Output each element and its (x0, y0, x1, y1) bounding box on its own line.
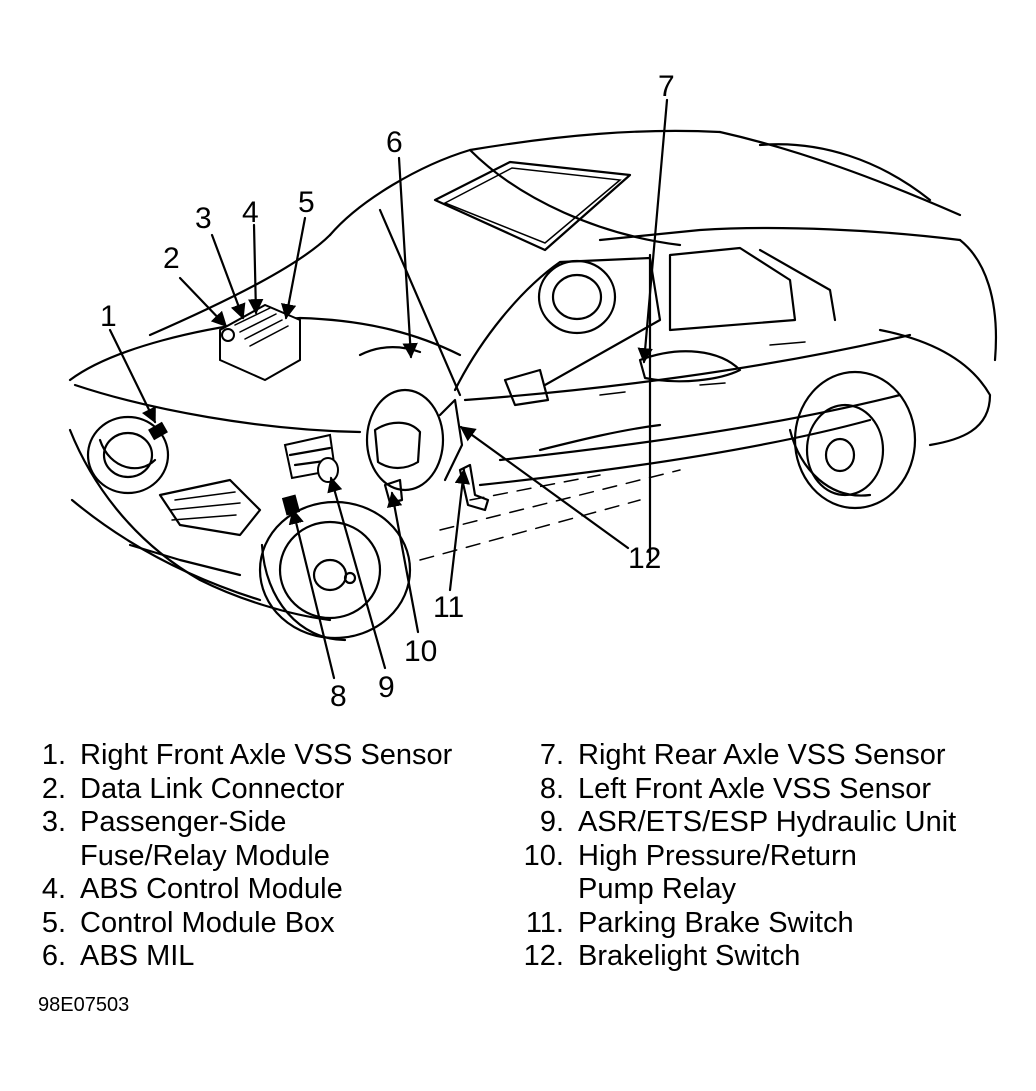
legend-number: 5. (41, 906, 66, 939)
legend-label: Pump Relay (578, 873, 736, 905)
legend-label: Parking Brake Switch (578, 906, 854, 939)
legend-item: 1. Right Front Axle VSS Sensor (28, 739, 453, 773)
legend-label: Passenger-Side (80, 806, 287, 838)
callout-labels: 1 2 3 4 5 6 7 8 9 10 11 12 (100, 70, 675, 713)
callout-3: 3 (195, 202, 212, 235)
left-front-wheel-hub (258, 494, 412, 642)
legend-item: Fuse/Relay Module (28, 840, 452, 874)
legend-item: 3. Passenger-Side (28, 806, 452, 840)
legend-item: 4. ABS Control Module (28, 873, 452, 907)
legend-item: 2. Data Link Connector (28, 773, 452, 807)
callout-10: 10 (404, 635, 437, 668)
legend-label: High Pressure/Return (578, 839, 857, 872)
legend-label: ABS MIL (80, 940, 195, 972)
legend-label: Fuse/Relay Module (80, 839, 330, 872)
legend-number (514, 873, 578, 907)
parking-brake-switch (458, 463, 490, 512)
legend-label: Brakelight Switch (578, 940, 801, 972)
legend-number: 6. (41, 940, 66, 972)
legend-number: 11. (525, 906, 564, 939)
legend-item: 10. High Pressure/Return (514, 840, 956, 874)
figure-id: 98E07503 (38, 994, 130, 1016)
hydraulic-unit (283, 433, 339, 483)
callout-12: 12 (628, 542, 661, 575)
control-module-box (219, 303, 301, 382)
legend-number: 8. (539, 772, 564, 805)
car-body-outline (68, 129, 997, 622)
legend-item: Pump Relay (514, 873, 956, 907)
legend-item: 5. Control Module Box (28, 907, 452, 941)
rear-axle-sensor-assembly (537, 259, 742, 383)
legend-number: 3. (41, 806, 66, 838)
legend-number (28, 840, 80, 874)
legend-item: 8. Left Front Axle VSS Sensor (514, 773, 956, 807)
legend-right-column: 7. Right Rear Axle VSS Sensor 8. Left Fron… (514, 739, 957, 974)
vehicle-component-locator-diagram: 1 2 3 4 5 6 7 8 9 10 11 12 (68, 70, 997, 713)
right-rear-wheel-hub (788, 370, 917, 510)
legend-item: 6. ABS MIL (28, 940, 452, 974)
callout-1: 1 (100, 300, 117, 333)
legend-number: 2. (41, 772, 66, 805)
legend-label: Control Module Box (80, 906, 335, 939)
legend-number: 10. (523, 839, 564, 872)
leader-lines (108, 98, 669, 680)
callout-5: 5 (298, 186, 315, 219)
legend-label: ASR/ETS/ESP Hydraulic Unit (578, 806, 957, 838)
legend-label: Left Front Axle VSS Sensor (578, 772, 932, 805)
legend-number: 7. (539, 739, 564, 771)
callout-6: 6 (386, 126, 403, 159)
legend-item: 9. ASR/ETS/ESP Hydraulic Unit (514, 806, 956, 840)
legend-label: Right Rear Axle VSS Sensor (578, 739, 946, 771)
legend-number: 9. (539, 806, 564, 838)
brake-booster (365, 388, 464, 505)
legend-item: 12. Brakelight Switch (514, 940, 956, 974)
right-front-wheel-hub (86, 415, 170, 495)
callout-2: 2 (163, 242, 180, 275)
legend-label: Data Link Connector (80, 772, 345, 805)
legend-label: Right Front Axle VSS Sensor (80, 739, 453, 771)
callout-9: 9 (378, 671, 395, 704)
legend-item: 7. Right Rear Axle VSS Sensor (514, 739, 956, 773)
legend-number: 4. (41, 873, 66, 905)
callout-4: 4 (242, 196, 259, 229)
legend-label: ABS Control Module (80, 873, 343, 905)
legend-number: 12. (523, 940, 564, 972)
callout-8: 8 (330, 680, 347, 713)
legend-left-column: 1. Right Front Axle VSS Sensor 2. Data Lin… (28, 739, 453, 974)
legend-item: 11. Parking Brake Switch (514, 907, 956, 941)
legend-number: 1. (41, 739, 66, 771)
callout-7: 7 (658, 70, 675, 103)
callout-11: 11 (433, 591, 464, 624)
